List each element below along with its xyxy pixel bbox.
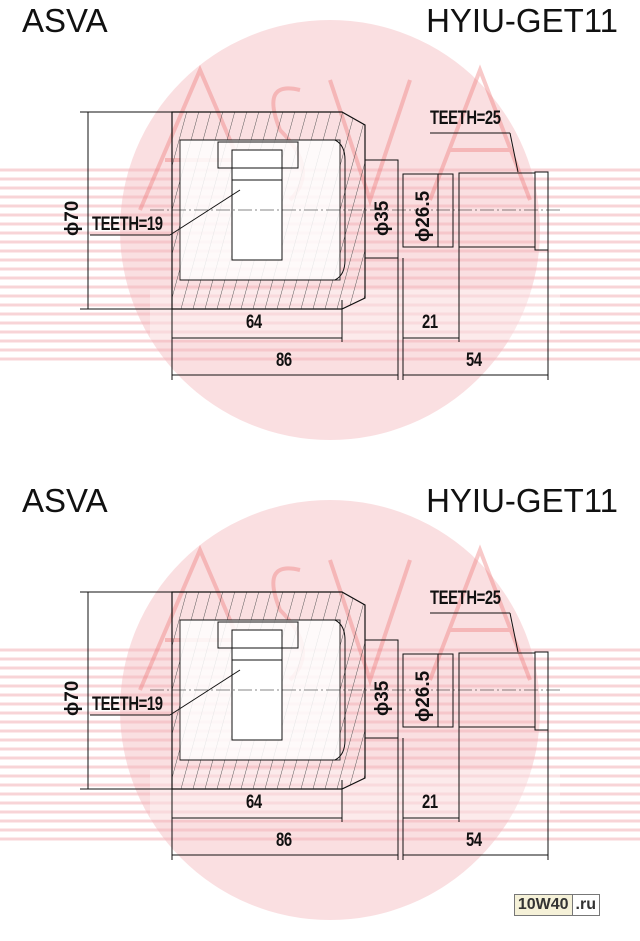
total-length-label: 86	[276, 350, 292, 371]
stub-length-label: 54	[466, 830, 482, 851]
part-number: HYIU-GET11	[426, 2, 618, 39]
part-number: HYIU-GET11	[426, 482, 618, 519]
outer-teeth-label: TEETH=25	[430, 588, 501, 609]
stub-length-label: 54	[466, 350, 482, 371]
neck-diameter-label: ϕ35	[372, 200, 393, 236]
drawing-panel: ASVA HYIU-GET11 TEETH=25 TEETH=19 ϕ70 ϕ3…	[0, 480, 640, 941]
neck-diameter-label: ϕ35	[372, 680, 393, 716]
body-length-label: 64	[246, 312, 262, 333]
drawing-panel: ASVA HYIU-GET11 TEETH=25 TEETH=19 ϕ70 ϕ3…	[0, 0, 640, 461]
outer-diameter-label: ϕ70	[62, 200, 83, 236]
brand-label: ASVA	[22, 482, 108, 519]
badge-suffix: .ru	[575, 896, 596, 913]
technical-drawing	[0, 20, 640, 440]
total-length-label: 86	[276, 830, 292, 851]
outer-teeth-label: TEETH=25	[430, 108, 501, 129]
shaft-length-label: 21	[422, 312, 438, 333]
site-badge: 10W40 .ru	[513, 894, 600, 916]
shaft-length-label: 21	[422, 792, 438, 813]
body-length-label: 64	[246, 792, 262, 813]
inner-teeth-label: TEETH=19	[92, 214, 163, 235]
technical-drawing	[0, 500, 640, 920]
outer-diameter-label: ϕ70	[62, 680, 83, 716]
shaft-diameter-label: ϕ26.5	[413, 670, 434, 722]
badge-main: 10W40	[514, 895, 573, 915]
shaft-diameter-label: ϕ26.5	[413, 190, 434, 242]
brand-label: ASVA	[22, 2, 108, 39]
inner-teeth-label: TEETH=19	[92, 694, 163, 715]
